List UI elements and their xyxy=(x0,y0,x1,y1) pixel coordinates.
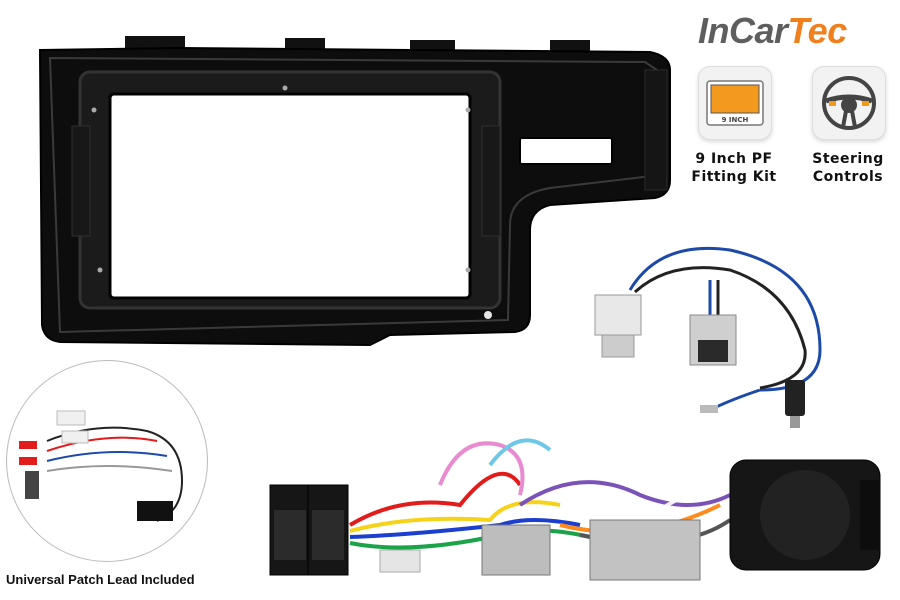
feature-label-steering: Steering Controls xyxy=(793,150,900,186)
feature-label-line1: Steering xyxy=(812,151,884,167)
patch-lead-caption: Universal Patch Lead Included xyxy=(6,572,195,587)
patch-lead-image xyxy=(19,410,184,522)
feature-label-line1: 9 Inch PF xyxy=(695,151,773,167)
brand-logo-part1: InCar xyxy=(698,10,788,51)
wiring-harness-image xyxy=(269,438,881,581)
feature-label-line2: Fitting Kit xyxy=(691,169,777,185)
steering-wheel-icon xyxy=(822,76,876,130)
patch-lead-inset xyxy=(6,360,208,562)
fascia-panel-image xyxy=(38,36,671,347)
feature-label-line2: Controls xyxy=(812,169,884,185)
screen-size-tile: 9 INCH xyxy=(698,66,772,140)
feature-label-fitting-kit: 9 Inch PF Fitting Kit xyxy=(679,150,789,186)
screen-size-badge: 9 INCH xyxy=(722,116,749,124)
brand-logo-part2: Tec xyxy=(787,10,848,51)
antenna-adapter-image xyxy=(594,246,822,428)
steering-tile xyxy=(812,66,886,140)
screen-size-icon: 9 INCH xyxy=(706,80,764,126)
brand-logo: InCarTec xyxy=(698,10,888,56)
